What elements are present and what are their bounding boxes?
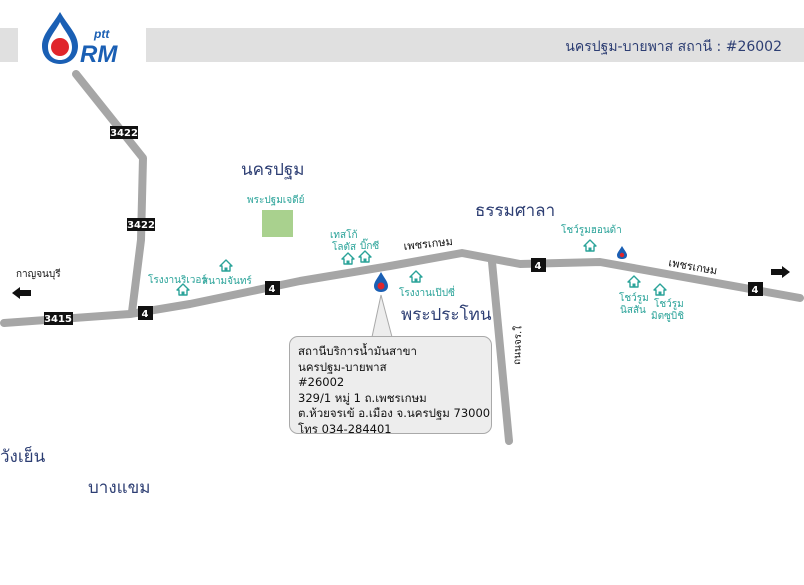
- arrow-right-icon: [771, 266, 790, 278]
- road-side: [488, 258, 513, 445]
- landmark-label-sanam-chan: สนามจันทร์: [202, 275, 252, 287]
- station-title: นครปฐม-บายพาส สถานี : #26002: [565, 39, 782, 55]
- svg-text:4: 4: [535, 261, 542, 272]
- callout-line-3: #26002: [298, 375, 345, 389]
- road-name-side: ถนนจร.ใ: [511, 326, 524, 366]
- route-shield-3422-top: 3422: [110, 126, 138, 139]
- callout-line-4: 329/1 หมู่ 1 ถ.เพชรเกษม: [298, 390, 427, 405]
- landmark-label-honda: โชว์รูมฮอนด้า: [561, 223, 622, 236]
- landmark-label-tesco-1: เทสโก้: [330, 228, 358, 241]
- direction-label-kanchanaburi: กาญจนบุรี: [16, 268, 61, 280]
- logo-rm-text: RM: [80, 41, 118, 68]
- landmark-label-mitsubishi-1: โชว์รูม: [654, 297, 684, 310]
- svg-text:3422: 3422: [110, 128, 138, 139]
- park-label: พระปฐมเจดีย์: [247, 194, 304, 206]
- route-shield-4-d: 4: [748, 282, 763, 296]
- landmark-label-big-c: บิ๊กซี: [360, 238, 379, 252]
- arrow-left-icon: [12, 287, 31, 299]
- house-icon: [627, 275, 641, 288]
- route-shield-4-c: 4: [531, 258, 546, 272]
- callout-line-5: ต.ห้วยจรเข้ อ.เมือง จ.นครปฐม 73000: [298, 406, 491, 420]
- area-label-nakhon-pathom: นครปฐม: [241, 160, 305, 180]
- ptt-flame-drop-icon: [42, 12, 78, 64]
- road-name-phetkasem-1: เพชรเกษม: [403, 235, 453, 253]
- svg-text:4: 4: [752, 285, 759, 296]
- house-icon: [341, 252, 355, 265]
- landmark-label-pepsi: โรงงานเป๊ปซี่: [399, 285, 455, 299]
- house-icon: [358, 250, 372, 263]
- logo-ptt-text: ptt: [93, 27, 110, 41]
- svg-text:4: 4: [142, 309, 149, 320]
- area-label-bang-khaem: บางแขม: [88, 478, 150, 498]
- house-icon: [219, 259, 233, 272]
- callout-line-2: นครปฐม-บายพาส: [298, 359, 387, 374]
- svg-text:3422: 3422: [127, 220, 155, 231]
- logo-area: [18, 28, 146, 62]
- ptt-competitor-marker-icon: [617, 246, 627, 259]
- route-shield-3422-bottom: 3422: [127, 218, 155, 231]
- house-icon: [409, 270, 423, 283]
- route-shield-3415: 3415: [44, 312, 73, 325]
- area-label-wang-yen: วังเย็น: [0, 445, 46, 467]
- callout-line-6: โทร 034-284401: [298, 421, 392, 436]
- callout-line-1: สถานีบริการน้ำมันสาขา: [298, 344, 417, 358]
- svg-text:3415: 3415: [44, 314, 72, 325]
- ptt-station-marker-icon: [374, 272, 388, 292]
- house-icon: [583, 239, 597, 252]
- park-phra-pathom-chedi: [262, 210, 293, 237]
- landmark-label-nissan-2: นิสสัน: [620, 305, 646, 316]
- svg-text:4: 4: [269, 284, 276, 295]
- landmark-label-nissan-1: โชว์รูม: [619, 291, 649, 304]
- landmark-label-mitsubishi-2: มิตซูบิชิ: [651, 311, 684, 322]
- house-icon: [653, 283, 667, 296]
- area-label-thammasala: ธรรมศาลา: [475, 201, 555, 221]
- station-info-callout: สถานีบริการน้ำมันสาขา นครปฐม-บายพาส #260…: [289, 336, 492, 436]
- landmark-label-river: โรงงานริเวอร์: [148, 273, 207, 286]
- road-3422: [72, 70, 147, 316]
- area-label-phra-prathon: พระประโทน: [401, 304, 492, 325]
- ptt-logo: ptt RM: [42, 12, 118, 68]
- route-shield-4-a: 4: [138, 306, 153, 320]
- callout-tail: [371, 294, 393, 338]
- route-shield-4-b: 4: [265, 281, 280, 295]
- landmark-label-tesco-2: โลตัส: [332, 240, 356, 253]
